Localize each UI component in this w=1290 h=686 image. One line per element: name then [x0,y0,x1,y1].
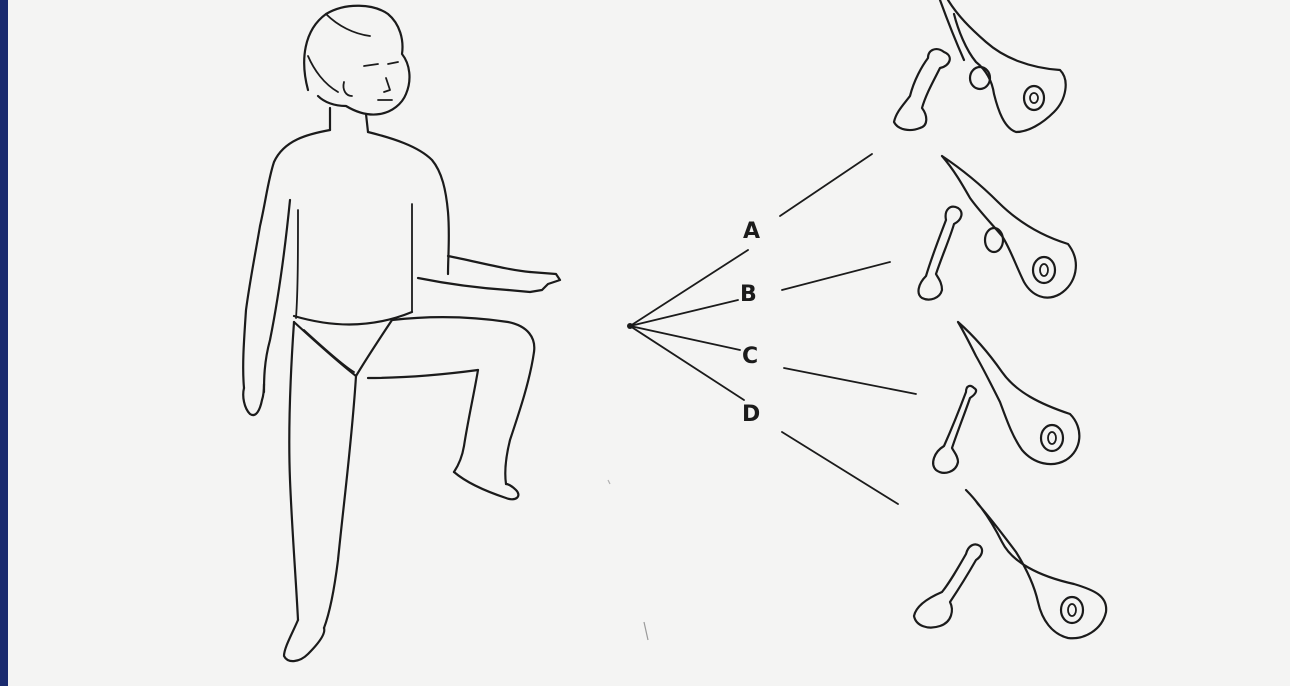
child-figure [243,6,560,661]
label-a: A [743,221,760,243]
bone-sketch-b [919,156,1076,300]
label-b: B [740,284,757,306]
bone-sketch-c [933,322,1079,473]
line-b [630,300,738,326]
line-c [630,326,740,350]
line-a [630,250,748,326]
child-torso [243,130,330,388]
hip-abduction-diagram [8,0,1290,686]
child-underpants [294,312,412,325]
line-d [630,326,744,400]
label-c: C [742,346,758,368]
pointer-lines [627,154,916,504]
label-d: D [742,404,760,426]
bone-sketch-d [914,490,1106,638]
bone-sketch-a [894,0,1066,132]
scanned-page: A B C D [8,0,1290,686]
child-head [304,6,409,115]
